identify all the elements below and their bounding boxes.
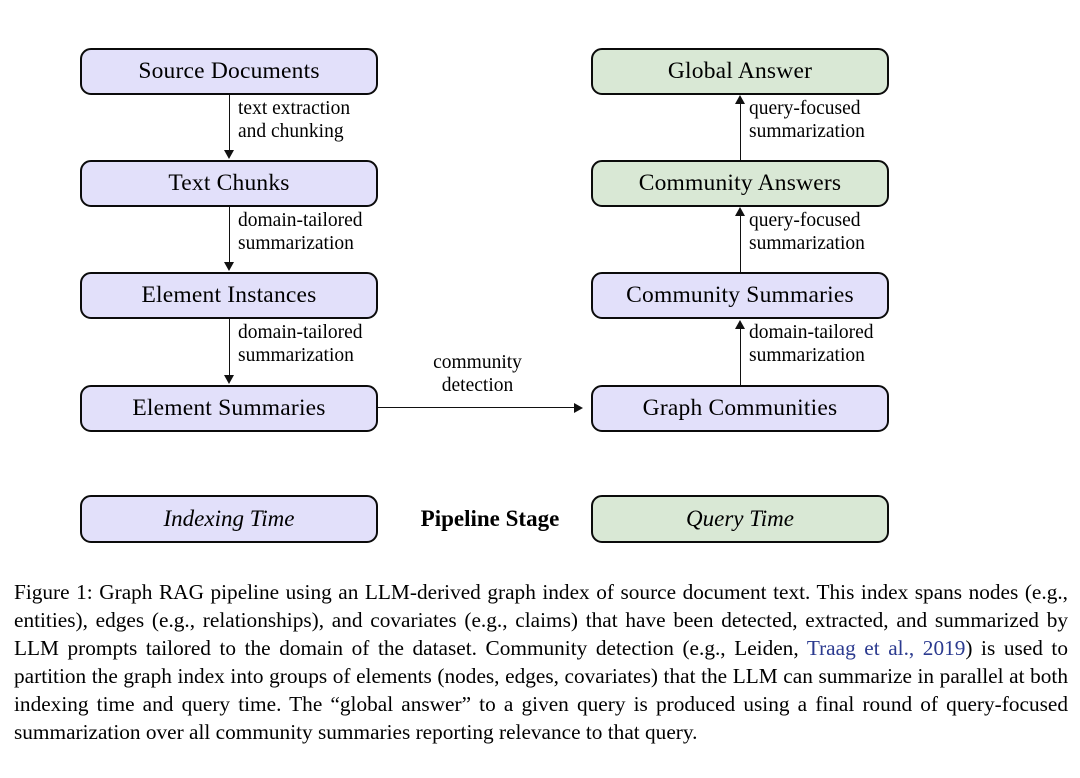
arrow-chunks-to-instances-line [229,207,230,262]
node-source-documents: Source Documents [80,48,378,95]
caption-text-after-citation: ) is used to partition the graph index i… [14,636,1068,744]
arrow-communities-to-summaries-line [740,329,741,385]
arrow-instances-to-summaries-line [229,319,230,375]
node-text-chunks: Text Chunks [80,160,378,207]
arrow-summaries-to-answers-head [734,206,745,216]
legend-query-time: Query Time [591,495,889,543]
edge-label-instances-to-summaries: domain-tailored summarization [238,322,363,366]
node-element-summaries: Element Summaries [80,385,378,432]
edge-label-chunks-to-instances: domain-tailored summarization [238,210,363,254]
caption-text-before-citation: Figure 1: Graph RAG pipeline using an LL… [14,580,1068,660]
node-label: Text Chunks [168,169,290,196]
arrow-chunks-to-instances-head [223,262,234,271]
arrow-instances-to-summaries-head [223,375,234,384]
node-global-answer: Global Answer [591,48,889,95]
arrow-answers-to-global-line [740,104,741,160]
edge-label-summaries-to-answers: query-focused summarization [749,210,865,254]
node-label: Community Answers [638,169,842,196]
arrow-community-detection-line [378,407,574,408]
node-label: Element Instances [141,281,317,308]
arrow-summaries-to-answers-line [740,216,741,272]
node-element-instances: Element Instances [80,272,378,319]
figure-caption: Figure 1: Graph RAG pipeline using an LL… [14,578,1068,746]
node-label: Community Summaries [626,281,854,308]
node-label: Source Documents [138,57,320,84]
legend-label: Indexing Time [163,506,295,531]
edge-label-communities-to-summaries: domain-tailored summarization [749,322,874,366]
legend-title: Pipeline Stage [420,506,560,531]
arrow-source-to-chunks-line [229,95,230,150]
arrow-answers-to-global-head [734,94,745,104]
node-label: Global Answer [667,57,813,84]
citation-link-traag-2019[interactable]: Traag et al., 2019 [806,636,966,660]
node-community-answers: Community Answers [591,160,889,207]
arrow-community-detection-head [574,402,583,413]
node-label: Element Summaries [132,394,326,421]
legend-label: Query Time [686,506,794,531]
edge-label-community-detection: community detection [433,352,522,396]
graph-rag-pipeline-figure: Source Documents Text Chunks Element Ins… [80,48,889,543]
node-graph-communities: Graph Communities [591,385,889,432]
node-community-summaries: Community Summaries [591,272,889,319]
edge-label-source-to-chunks: text extraction and chunking [238,98,351,142]
edge-label-answers-to-global: query-focused summarization [749,98,865,142]
node-label: Graph Communities [642,394,838,421]
arrow-source-to-chunks-head [223,150,234,159]
arrow-communities-to-summaries-head [734,319,745,329]
legend-indexing-time: Indexing Time [80,495,378,543]
